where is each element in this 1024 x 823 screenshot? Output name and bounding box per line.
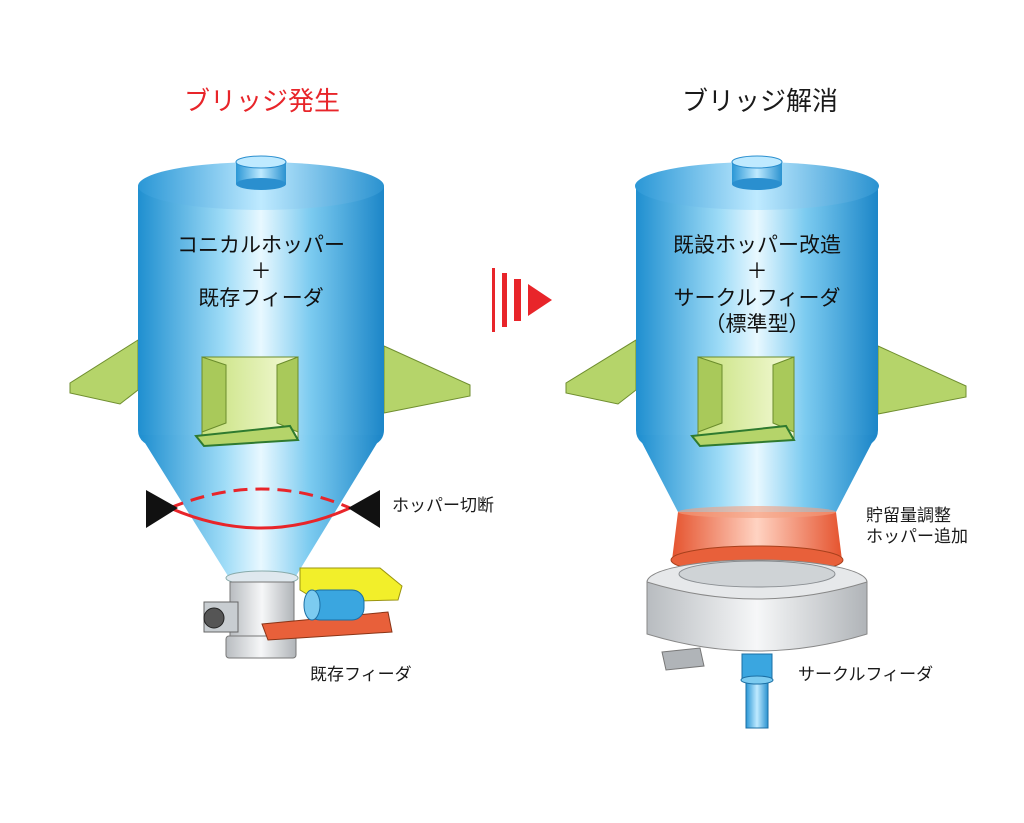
hopper-cut-label: ホッパー切断	[392, 496, 494, 516]
right-bracket-left	[565, 339, 637, 405]
existing-feeder-label: 既存フィーダ	[310, 665, 412, 685]
transition-arrow	[492, 268, 552, 332]
left-window-sill	[194, 424, 300, 448]
right-body-line3: （標準型）	[704, 311, 810, 336]
left-title: ブリッジ発生	[184, 87, 341, 117]
left-window-wall-r	[276, 356, 299, 433]
right-title: ブリッジ解消	[682, 87, 839, 117]
feeder-valve-base	[225, 635, 297, 659]
right-body-line2: サークルフィーダ	[673, 285, 841, 310]
left-cone	[140, 435, 382, 576]
left-hopper	[69, 155, 471, 576]
right-bracket-right	[877, 345, 967, 415]
added-hopper-label-line1: 貯留量調整	[866, 506, 951, 526]
right-window-sill	[690, 424, 796, 448]
left-bracket-right	[383, 345, 471, 414]
feeder-motor-end	[303, 589, 321, 621]
right-cylinder	[636, 186, 878, 448]
circle-feeder	[646, 559, 868, 729]
right-nozzle-base	[732, 178, 782, 190]
right-body-line1: 既設ホッパー改造	[673, 233, 841, 257]
added-hopper-label-line2: ホッパー追加	[866, 527, 968, 548]
left-window-wall-l	[201, 356, 227, 433]
feeder-shaft	[203, 607, 225, 629]
added-hopper-label: 貯留量調整 ホッパー追加	[866, 506, 968, 549]
left-cut-line-solid	[169, 506, 351, 530]
left-nozzle-base	[236, 178, 286, 190]
left-body-plus: ＋	[250, 259, 272, 284]
left-body-line2: 既存フィーダ	[198, 285, 324, 310]
left-cut-marker-left	[146, 490, 178, 528]
right-cone	[638, 435, 876, 512]
left-body-line1: コニカルホッパー	[177, 233, 345, 257]
right-hopper	[565, 155, 967, 512]
left-cut-line-dashed	[169, 487, 351, 510]
left-bracket-left	[69, 339, 139, 405]
right-body-text: 既設ホッパー改造 ＋ サークルフィーダ （標準型）	[657, 232, 857, 337]
circle-feeder-label: サークルフィーダ	[798, 665, 934, 685]
right-body-plus: ＋	[746, 259, 768, 284]
left-cylinder	[138, 186, 384, 448]
left-nozzle-top	[235, 155, 287, 169]
left-body-text: コニカルホッパー ＋ 既存フィーダ	[161, 232, 361, 311]
existing-feeder	[203, 567, 403, 659]
right-window-wall-l	[697, 356, 723, 433]
right-window-wall-r	[772, 356, 795, 433]
left-cut-marker-right	[348, 490, 380, 528]
right-nozzle-top	[731, 155, 783, 169]
